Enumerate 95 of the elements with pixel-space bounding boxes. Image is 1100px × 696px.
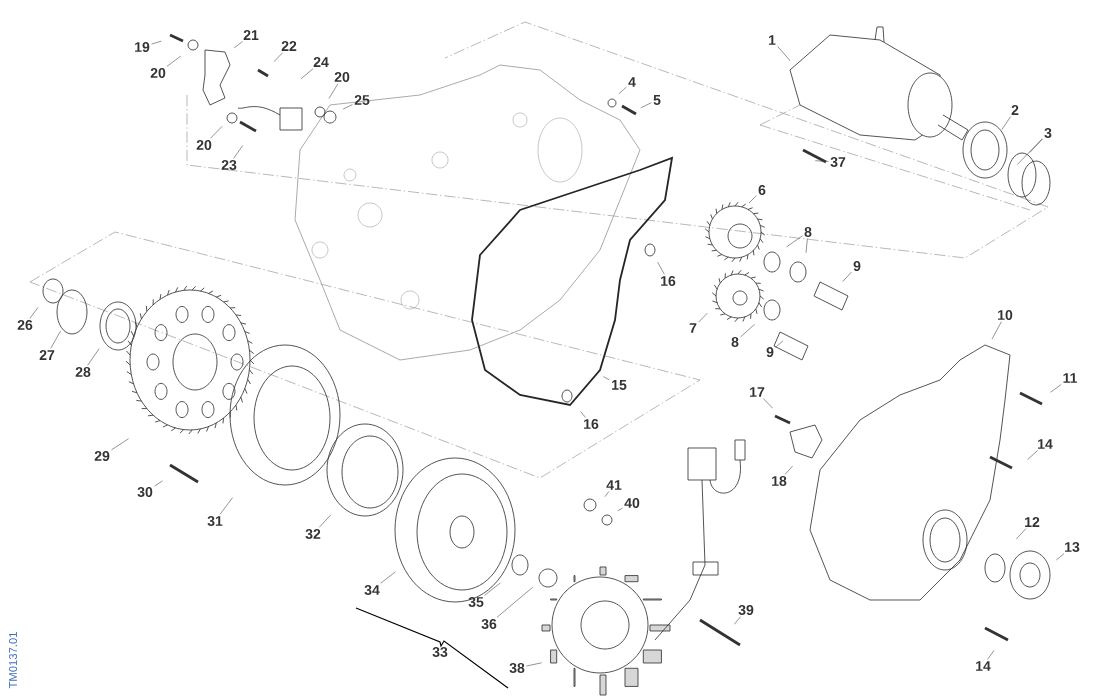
callout-number: 32 xyxy=(305,529,321,539)
leader-line xyxy=(734,616,741,625)
callout-number: 16 xyxy=(584,419,599,429)
leader-line xyxy=(618,86,627,94)
leader-line xyxy=(484,582,501,596)
leader-line xyxy=(29,307,39,319)
leader-line xyxy=(748,195,757,204)
callout-number: 39 xyxy=(738,605,754,615)
leader-line xyxy=(991,321,1002,340)
callout-number: 27 xyxy=(39,350,55,360)
callout-number: 33 xyxy=(432,647,448,657)
leader-line xyxy=(777,46,791,62)
leader-line xyxy=(328,83,339,99)
leader-line xyxy=(784,465,793,475)
callout-number: 5 xyxy=(653,95,661,105)
leader-line xyxy=(50,330,61,349)
callout-number: 10 xyxy=(998,310,1013,320)
callout-number: 15 xyxy=(612,380,627,390)
callout-number: 4 xyxy=(628,77,636,87)
leader-line xyxy=(210,125,223,139)
leader-line xyxy=(233,41,243,49)
callout-number: 18 xyxy=(772,476,787,486)
callout-number: 25 xyxy=(354,95,370,105)
leader-line xyxy=(1027,450,1038,460)
leader-line xyxy=(151,40,162,45)
leader-line xyxy=(640,102,652,109)
callout-number: 17 xyxy=(750,387,765,397)
leader-line xyxy=(603,376,610,381)
leader-line xyxy=(1016,528,1027,540)
leader-line xyxy=(987,650,995,660)
callout-number: 38 xyxy=(509,663,525,673)
callout-number: 22 xyxy=(281,41,297,51)
leader-line xyxy=(763,398,773,409)
leader-line xyxy=(1050,384,1062,393)
callout-number: 16 xyxy=(661,276,676,286)
leader-line xyxy=(604,491,610,497)
callout-number: 9 xyxy=(766,347,774,357)
leader-line xyxy=(786,235,803,248)
callout-number: 12 xyxy=(1025,517,1040,527)
callout-number: 8 xyxy=(804,227,812,237)
leader-line xyxy=(814,160,829,162)
leader-line xyxy=(318,514,331,528)
callout-number: 21 xyxy=(243,30,259,40)
callout-number: 7 xyxy=(689,323,697,333)
callout-number: 29 xyxy=(94,451,110,461)
callout-number: 28 xyxy=(75,367,91,377)
leader-line xyxy=(1016,138,1043,165)
callout-number: 19 xyxy=(135,42,150,52)
leader-line xyxy=(342,104,353,110)
callout-number: 9 xyxy=(853,261,861,271)
callout-number: 3 xyxy=(1044,128,1052,138)
leader-line xyxy=(526,662,542,667)
drawing-code: TM0137.01 xyxy=(9,632,17,689)
leader-line xyxy=(657,261,665,275)
callout-number: 24 xyxy=(313,57,329,67)
callout-number: 13 xyxy=(1065,542,1080,552)
callout-number: 31 xyxy=(207,516,223,526)
leader-line xyxy=(273,52,283,62)
leader-line xyxy=(1056,553,1065,561)
callout-number: 26 xyxy=(17,320,33,330)
leader-line xyxy=(1001,116,1011,130)
callout-number: 20 xyxy=(196,140,212,150)
callout-number: 14 xyxy=(1038,439,1053,449)
callout-number: 2 xyxy=(1011,105,1019,115)
leader-line xyxy=(805,238,808,254)
callout-number: 11 xyxy=(1063,373,1078,383)
callout-number: 20 xyxy=(334,72,350,82)
leader-line xyxy=(617,507,623,512)
callout-number: 41 xyxy=(606,480,622,490)
callout-number: 34 xyxy=(364,585,380,595)
leader-line xyxy=(580,411,586,418)
leader-line xyxy=(300,68,314,80)
leader-line xyxy=(154,480,163,487)
callout-number: 40 xyxy=(624,498,640,508)
leader-line xyxy=(842,271,852,282)
leader-line xyxy=(87,348,100,366)
callout-number: 35 xyxy=(468,597,484,607)
callout-number: 20 xyxy=(150,68,166,78)
callout-number: 36 xyxy=(481,619,497,629)
callout-number: 23 xyxy=(221,160,237,170)
leader-line xyxy=(219,497,233,515)
callout-number: 1 xyxy=(768,35,776,45)
leader-line xyxy=(698,312,708,323)
leader-line xyxy=(740,324,755,338)
callout-number: 8 xyxy=(731,337,739,347)
leader-line xyxy=(166,55,182,67)
leader-line xyxy=(496,587,533,618)
callout-number: 37 xyxy=(830,157,846,167)
leader-line xyxy=(775,340,784,348)
callout-number: 30 xyxy=(137,487,153,497)
leader-line xyxy=(111,438,129,451)
callout-number: 6 xyxy=(758,185,766,195)
leader-line xyxy=(233,145,243,159)
callout-number: 14 xyxy=(976,661,991,671)
leader-line xyxy=(380,571,396,584)
